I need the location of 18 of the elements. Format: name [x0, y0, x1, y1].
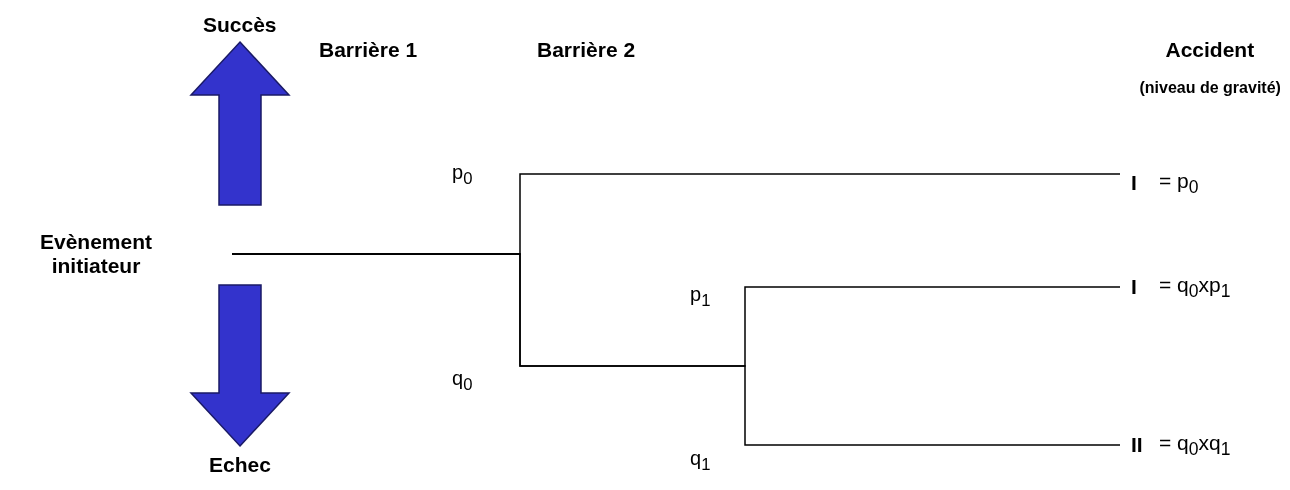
- column-subheading: (niveau de gravité): [1139, 79, 1281, 98]
- probability-formula: = p$_{0}$: [1159, 169, 1199, 198]
- column-heading: Accident: [1165, 38, 1255, 63]
- probability-label: p$_{0}$: [452, 160, 473, 188]
- tree-branch-line: [231, 253, 1121, 446]
- event-label: Evènement initiateur: [10, 230, 232, 279]
- severity-level: II: [1131, 433, 1144, 458]
- severity-level: I: [1131, 275, 1138, 300]
- column-heading: Succès: [203, 13, 277, 38]
- probability-formula: = q$_{0}$xq$_{1}$: [1159, 431, 1231, 460]
- probability-label: q$_{0}$: [452, 366, 473, 394]
- probability-formula: = q$_{0}$xp$_{1}$: [1159, 273, 1231, 302]
- severity-level: I: [1131, 171, 1138, 196]
- column-heading: Barrière 2: [537, 38, 636, 63]
- probability-label: p$_{1}$: [690, 282, 711, 310]
- probability-label: q$_{1}$: [690, 446, 711, 474]
- column-heading: Barrière 1: [319, 38, 418, 63]
- column-heading: Echec: [209, 453, 271, 478]
